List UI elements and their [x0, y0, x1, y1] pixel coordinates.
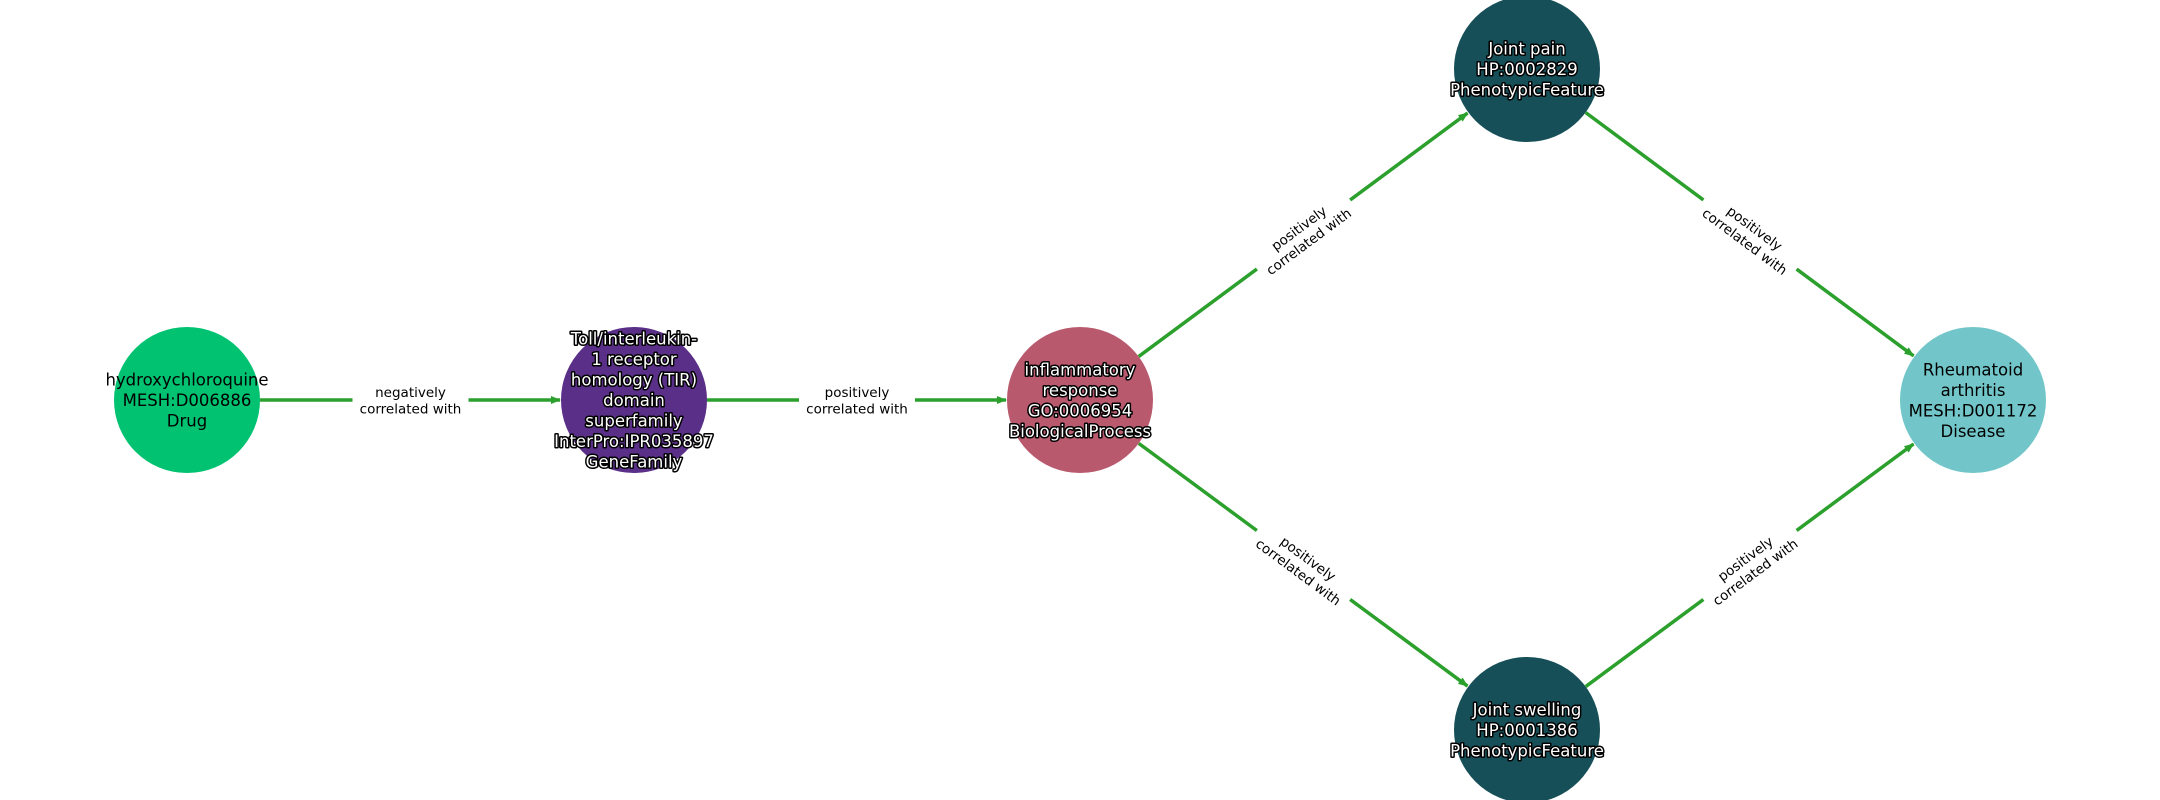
node-label-line: domain — [603, 391, 665, 410]
node-label-line: MESH:D001172 — [1909, 401, 2038, 420]
node-label-line: HP:0001386 — [1476, 721, 1577, 740]
node-js[interactable]: Joint swellingHP:0001386PhenotypicFeatur… — [1449, 657, 1605, 800]
node-circle[interactable] — [114, 327, 260, 473]
node-label-line: GeneFamily — [586, 453, 683, 472]
node-label-line: Rheumatoid — [1923, 360, 2023, 379]
node-label-line: PhenotypicFeature — [1450, 81, 1604, 100]
node-circle[interactable] — [1454, 0, 1600, 142]
node-circle[interactable] — [561, 327, 707, 473]
node-label-line: inflammatory — [1025, 360, 1136, 379]
node-label-line: PhenotypicFeature — [1450, 742, 1604, 761]
node-label-line: response — [1043, 381, 1118, 400]
node-label-line: hydroxychloroquine — [105, 371, 268, 390]
node-label-line: 1 receptor — [591, 350, 677, 369]
node-circle[interactable] — [1454, 657, 1600, 800]
node-label-line: MESH:D006886 — [123, 391, 252, 410]
edge-label-line: correlated with — [806, 402, 908, 418]
edge-label-line: positively — [825, 385, 890, 401]
node-circle[interactable] — [1007, 327, 1153, 473]
node-label-line: BiologicalProcess — [1009, 422, 1151, 441]
node-label-line: homology (TIR) — [571, 371, 697, 390]
node-label-line: Joint pain — [1487, 40, 1565, 59]
node-circle[interactable] — [1900, 327, 2046, 473]
node-label-line: Drug — [167, 412, 207, 431]
node-label-line: GO:0006954 — [1028, 401, 1133, 420]
node-label-line: Disease — [1941, 422, 2006, 441]
node-label-line: HP:0002829 — [1476, 60, 1577, 79]
edge-label-line: correlated with — [360, 402, 462, 418]
edge-label-line: negatively — [375, 385, 446, 401]
node-label-line: InterPro:IPR035897 — [554, 432, 714, 451]
node-label-line: arthritis — [1941, 381, 2006, 400]
node-label-line: superfamily — [585, 412, 683, 431]
node-label-line: Joint swelling — [1472, 701, 1582, 720]
node-label-line: Toll/interleukin- — [570, 330, 697, 349]
node-inf[interactable]: inflammatory responseGO:0006954Biological… — [1007, 327, 1153, 473]
node-tir[interactable]: Toll/interleukin-1 receptor homology (TIR… — [553, 327, 715, 473]
